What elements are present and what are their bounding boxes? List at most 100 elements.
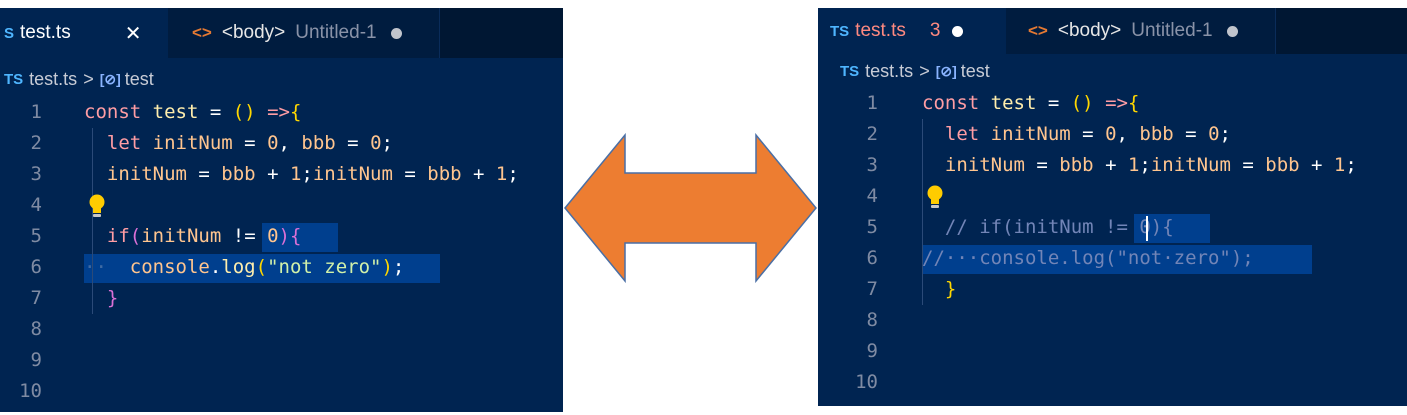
code-text: //···console.log("not·zero"); bbox=[922, 243, 1254, 274]
close-icon[interactable]: ✕ bbox=[124, 22, 142, 45]
lightbulb-icon[interactable] bbox=[924, 184, 946, 210]
code-token: 0 bbox=[267, 225, 279, 247]
selection-highlight bbox=[262, 223, 338, 252]
typescript-icon: TS bbox=[840, 62, 860, 80]
line-number: 6 bbox=[866, 247, 878, 269]
code-token: ; bbox=[301, 163, 313, 185]
unsaved-dot-icon[interactable] bbox=[390, 27, 402, 39]
code-token: bbb bbox=[427, 163, 462, 185]
line-number: 7 bbox=[866, 278, 878, 300]
code-token bbox=[84, 132, 107, 154]
code-token: test bbox=[990, 92, 1037, 114]
code-token: let bbox=[106, 132, 153, 154]
code-token: console bbox=[129, 256, 210, 278]
code-token: + bbox=[1093, 154, 1128, 176]
tab-description: Untitled-1 bbox=[295, 22, 377, 43]
code-text: initNum = bbb + 1;initNum = bbb + 1; bbox=[84, 159, 519, 190]
code-token: , bbox=[278, 132, 302, 154]
breadcrumb-file[interactable]: test.ts bbox=[29, 68, 78, 89]
tab-body-untitled[interactable]: <> <body> Untitled-1 bbox=[1006, 8, 1276, 54]
text-cursor bbox=[1146, 216, 1148, 241]
line-number: 2 bbox=[866, 123, 878, 145]
code-text: initNum = bbb + 1;initNum = bbb + 1; bbox=[922, 150, 1357, 181]
code-token: ·· bbox=[84, 256, 130, 278]
code-token: => bbox=[1093, 92, 1128, 114]
code-token: = bbox=[335, 132, 371, 154]
code-line: 4 bbox=[0, 190, 563, 221]
code-token bbox=[922, 278, 945, 300]
code-line: 5 if(initNum != 0){ bbox=[0, 221, 563, 252]
breadcrumb-symbol[interactable]: test bbox=[124, 68, 154, 89]
breadcrumb-symbol[interactable]: test bbox=[960, 60, 990, 81]
code-text: } bbox=[84, 283, 118, 314]
code-text: const test = () =>{ bbox=[84, 97, 301, 128]
code-token: = bbox=[1070, 123, 1106, 145]
code-token: bbb bbox=[1265, 154, 1300, 176]
code-line: 10 bbox=[0, 376, 563, 407]
unsaved-dot-icon[interactable] bbox=[952, 25, 964, 37]
code-token: ; bbox=[1139, 154, 1151, 176]
code-token bbox=[922, 216, 945, 238]
tab-label: test.ts bbox=[20, 22, 71, 43]
code-token: { bbox=[289, 101, 302, 123]
code-line: 8 bbox=[0, 314, 563, 345]
code-token: != bbox=[221, 225, 268, 247]
code-token: = bbox=[1173, 123, 1209, 145]
tab-body-untitled[interactable]: <> <body> Untitled-1 bbox=[168, 8, 440, 58]
code-token: initNum bbox=[312, 163, 393, 185]
code-line: 9 bbox=[818, 336, 1407, 367]
indent-guide bbox=[922, 119, 923, 305]
tab-test-ts[interactable]: TS test.ts 3 bbox=[818, 8, 1006, 54]
code-line: 7 } bbox=[0, 283, 563, 314]
code-token: = bbox=[198, 101, 233, 123]
code-line: 2 let initNum = 0, bbb = 0; bbox=[818, 119, 1407, 150]
code-token bbox=[84, 163, 107, 185]
tab-label: <body> bbox=[221, 22, 286, 43]
line-number: 1 bbox=[866, 92, 878, 114]
code-token: { bbox=[289, 225, 302, 247]
code-token: bbb bbox=[221, 163, 256, 185]
code-token: ; bbox=[392, 256, 405, 278]
code-token bbox=[922, 154, 945, 176]
lightbulb-icon[interactable] bbox=[86, 193, 108, 219]
line-number: 3 bbox=[866, 154, 878, 176]
code-token: 0 bbox=[267, 132, 279, 154]
variable-icon: [⊘] bbox=[935, 62, 957, 79]
code-area[interactable]: 1 const test = () =>{ 2 let initNum = 0, b… bbox=[0, 97, 563, 412]
double-arrow-icon bbox=[564, 133, 817, 283]
tab-description: Untitled-1 bbox=[1131, 20, 1213, 41]
typescript-icon: S bbox=[4, 24, 15, 42]
code-token: // if(initNum != 0){ bbox=[944, 216, 1174, 238]
chevron-right-icon: > bbox=[83, 68, 94, 89]
tab-test-ts[interactable]: S test.ts ✕ bbox=[0, 8, 168, 58]
code-text: } bbox=[922, 274, 956, 305]
code-token: , bbox=[1116, 123, 1140, 145]
code-line: 5 // if(initNum != 0){ bbox=[818, 212, 1407, 243]
code-token: 1 bbox=[289, 163, 302, 185]
left-editor: S test.ts ✕ <> <body> Untitled-1 TS test… bbox=[0, 8, 563, 412]
code-token: initNum bbox=[106, 163, 187, 185]
code-line: 8 bbox=[818, 305, 1407, 336]
line-number: 2 bbox=[30, 132, 42, 154]
code-token: 1 bbox=[495, 163, 508, 185]
code-token: = bbox=[392, 163, 428, 185]
code-token: } bbox=[106, 287, 119, 309]
code-token: ; bbox=[381, 132, 393, 154]
code-line: 6·· console.log("not zero"); bbox=[0, 252, 563, 283]
code-token: ) bbox=[278, 225, 290, 247]
line-number: 6 bbox=[30, 256, 42, 278]
breadcrumb-file[interactable]: test.ts bbox=[865, 60, 914, 81]
variable-icon: [⊘] bbox=[99, 70, 121, 87]
right-editor: TS test.ts 3 <> <body> Untitled-1 TS tes… bbox=[818, 8, 1407, 406]
html-icon: <> bbox=[192, 23, 212, 42]
breadcrumb: TS test.ts > [⊘] test bbox=[4, 66, 154, 92]
code-token: + bbox=[461, 163, 496, 185]
unsaved-dot-icon[interactable] bbox=[1226, 25, 1238, 37]
line-number: 7 bbox=[30, 287, 42, 309]
code-token: let bbox=[944, 123, 991, 145]
code-line: 7 } bbox=[818, 274, 1407, 305]
code-token: + bbox=[255, 163, 290, 185]
code-token: const bbox=[922, 92, 991, 114]
